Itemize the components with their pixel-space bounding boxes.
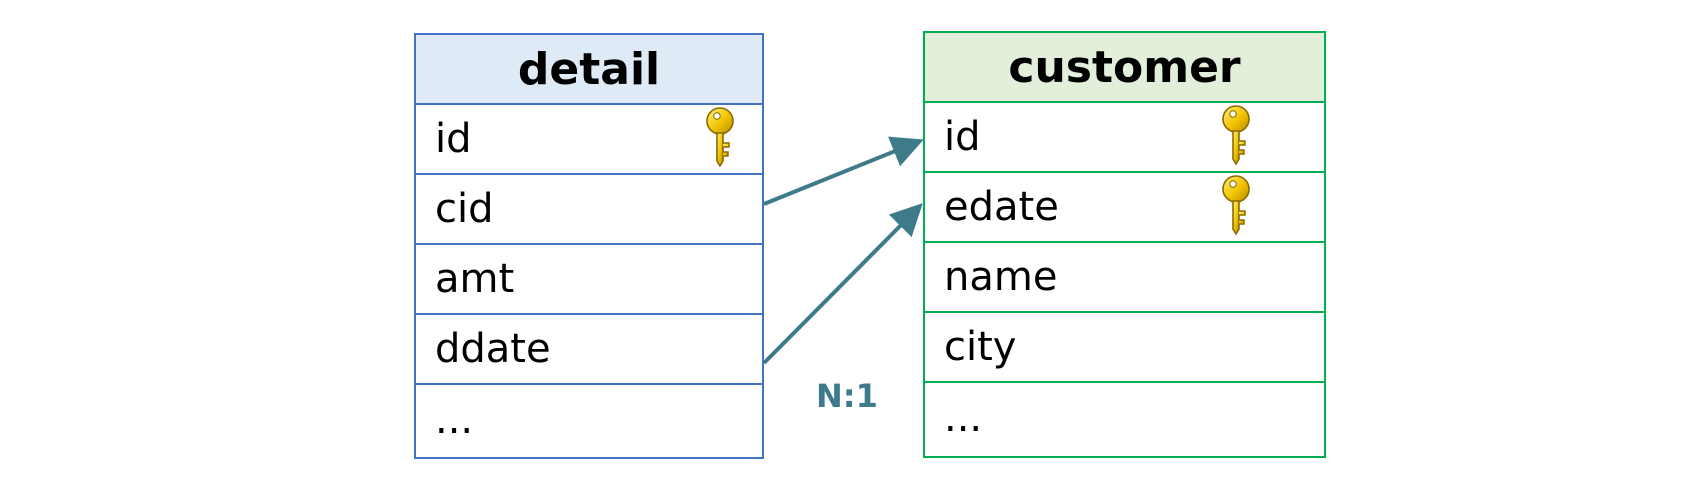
field-label: amt xyxy=(435,256,515,302)
link-cid-to-id xyxy=(763,136,924,206)
detail-field-ddate: ddate xyxy=(416,315,762,385)
customer-field-id: id xyxy=(925,103,1324,173)
customer-table: customer id edate name city ... xyxy=(923,31,1326,458)
detail-field-more: ... xyxy=(416,385,762,455)
detail-table-title: detail xyxy=(416,35,762,105)
field-label: city xyxy=(944,324,1017,370)
field-label: ... xyxy=(944,395,983,441)
field-label: edate xyxy=(944,184,1059,230)
detail-table: detail id cid amt ddate ... xyxy=(414,33,764,459)
customer-field-name: name xyxy=(925,243,1324,313)
field-label: name xyxy=(944,254,1058,300)
customer-field-more: ... xyxy=(925,383,1324,453)
relation-cardinality-label: N:1 xyxy=(816,377,878,415)
field-label: ... xyxy=(435,397,474,443)
customer-field-edate: edate xyxy=(925,173,1324,243)
customer-field-city: city xyxy=(925,313,1324,383)
link-ddate-to-edate xyxy=(762,203,923,365)
field-label: ddate xyxy=(435,326,551,372)
field-label: cid xyxy=(435,186,494,232)
customer-table-title: customer xyxy=(925,33,1324,103)
field-label: id xyxy=(435,116,472,162)
detail-field-cid: cid xyxy=(416,175,762,245)
field-label: id xyxy=(944,114,981,160)
detail-field-id: id xyxy=(416,105,762,175)
detail-field-amt: amt xyxy=(416,245,762,315)
